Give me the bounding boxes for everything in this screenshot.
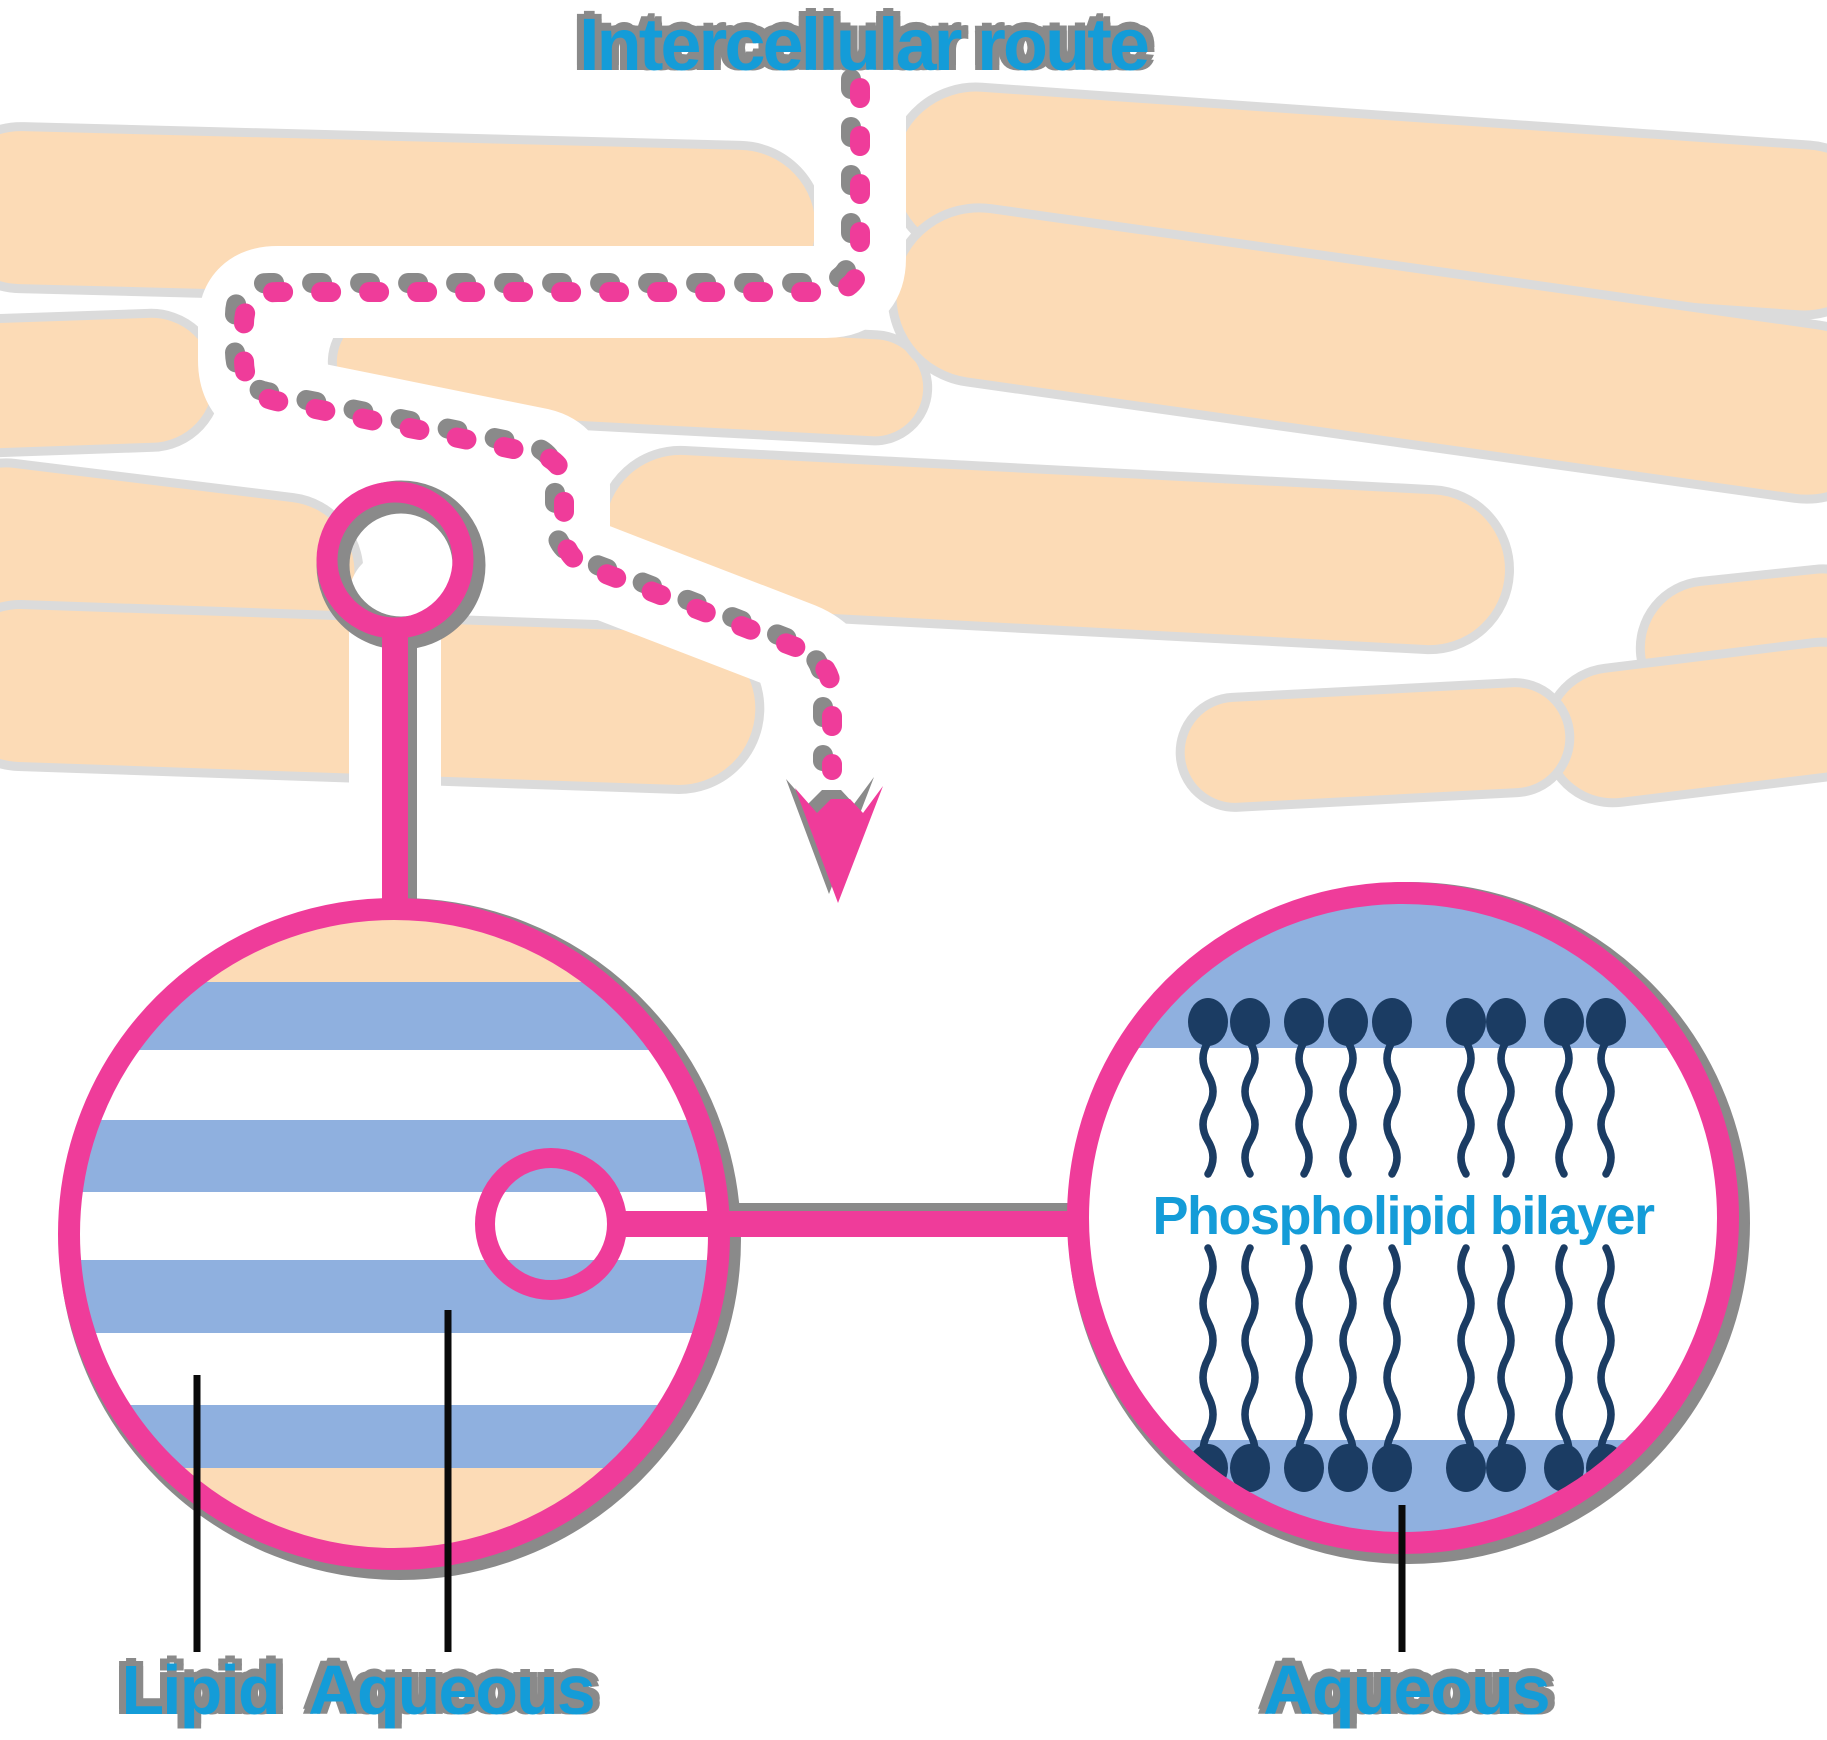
phospholipid-head [1230,1444,1270,1492]
top-magnifier [316,481,474,918]
phospholipid-head [1372,998,1412,1046]
magnifier-circle-icon [316,481,474,639]
pointer-lines [193,1310,1406,1652]
phospholipid-head [1446,998,1486,1046]
diagram-title: Intercellular route [578,3,1150,86]
phospholipid-head [1544,1444,1584,1492]
phospholipid-head [1284,998,1324,1046]
inner-magnifier [475,1148,1078,1300]
aqueous-left-label: Aqueous [308,1651,595,1729]
phospholipid-head [1230,998,1270,1046]
route-arrow-icon [795,786,883,903]
intercellular-route-path [234,78,883,903]
phospholipid-head [1486,998,1526,1046]
phospholipid-head [1586,998,1626,1046]
corneocyte-cells [0,82,1827,812]
phospholipid-head [1188,998,1228,1046]
phospholipid-bilayer-label: Phospholipid bilayer [1152,1186,1655,1246]
phospholipid-head [1544,998,1584,1046]
phospholipid-head [1486,1444,1526,1492]
aqueous-right-label: Aqueous [1263,1651,1550,1729]
phospholipid-head [1284,1444,1324,1492]
phospholipid-head [1328,1444,1368,1492]
phospholipid-head [1372,1444,1412,1492]
phospholipid-head [1446,1444,1486,1492]
lipid-label: Lipid [121,1651,280,1729]
phospholipid-head [1328,998,1368,1046]
